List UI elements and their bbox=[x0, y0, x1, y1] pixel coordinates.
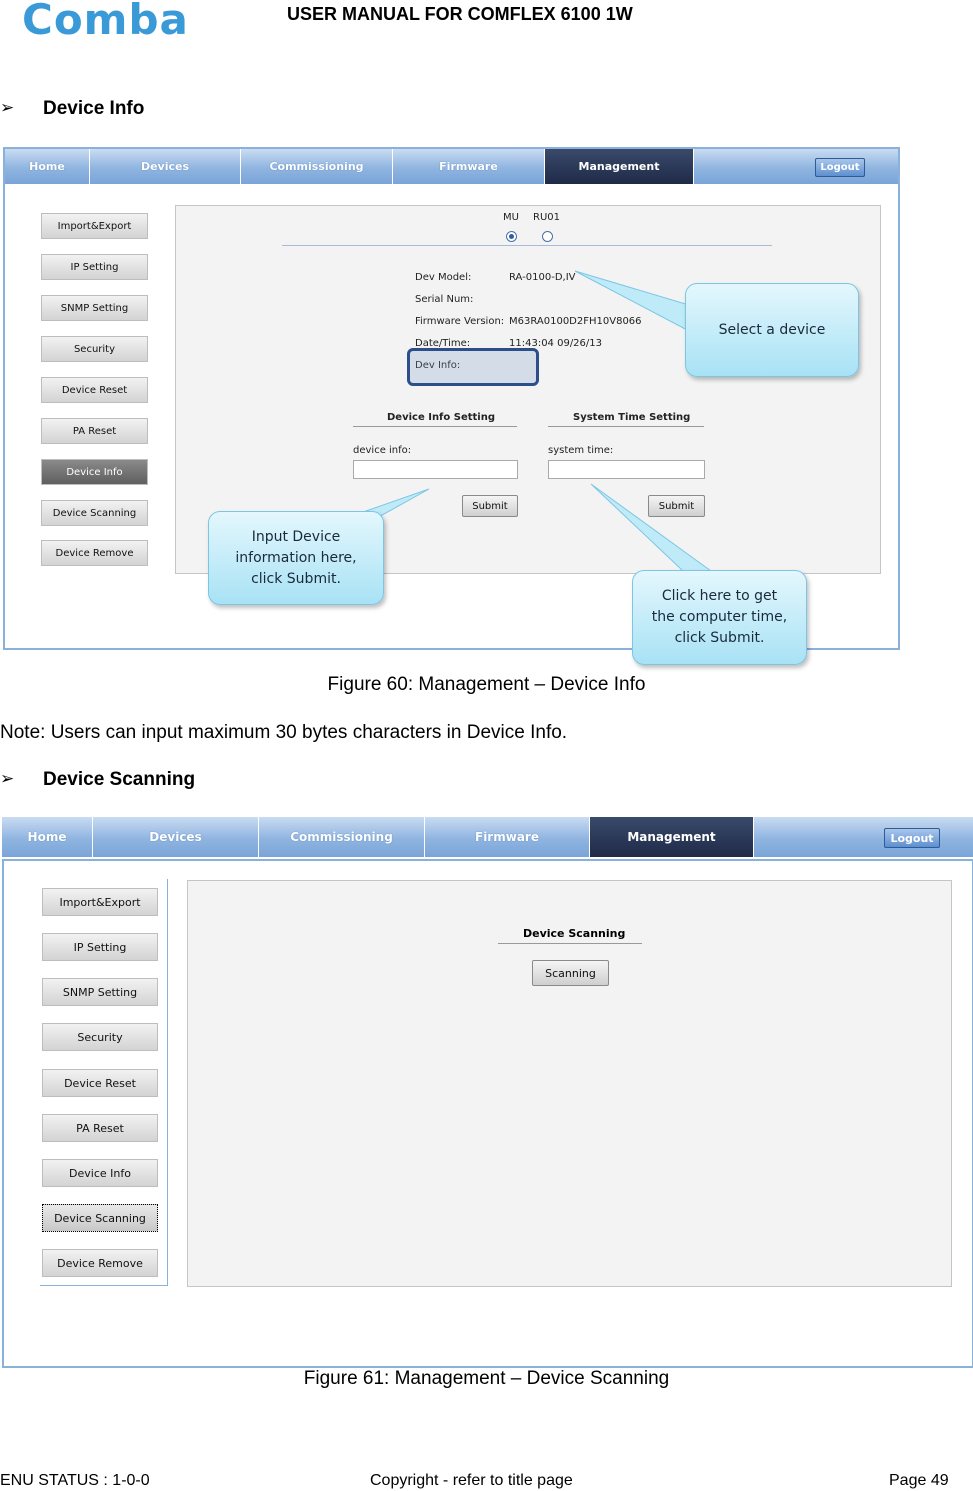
label-dev-info: Dev Info: bbox=[415, 360, 461, 371]
nav-bar-fill: Logout bbox=[754, 817, 973, 857]
tab-home[interactable]: Home bbox=[2, 817, 93, 857]
figure-61-caption: Figure 61: Management – Device Scanning bbox=[303, 1368, 670, 1389]
nav-bar: Home Devices Commissioning Firmware Mana… bbox=[2, 817, 973, 857]
sidebar-item-device-scanning[interactable]: Device Scanning bbox=[41, 500, 148, 526]
callout-input-device-info: Input Device information here, click Sub… bbox=[208, 511, 384, 605]
sidebar-item-device-reset[interactable]: Device Reset bbox=[41, 377, 148, 403]
callout-select-device: Select a device bbox=[685, 283, 859, 377]
sidebar-item-device-scanning[interactable]: Device Scanning bbox=[42, 1204, 158, 1232]
system-time-input[interactable] bbox=[548, 460, 705, 479]
divider bbox=[548, 426, 704, 427]
label-serial-num: Serial Num: bbox=[415, 294, 474, 305]
device-info-submit-button[interactable]: Submit bbox=[462, 495, 518, 517]
divider bbox=[353, 426, 517, 427]
tab-firmware[interactable]: Firmware bbox=[393, 149, 545, 184]
sidebar-item-snmp-setting[interactable]: SNMP Setting bbox=[41, 295, 148, 321]
figure-60-caption: Figure 60: Management – Device Info bbox=[327, 674, 646, 695]
arrow-bullet-icon: ➢ bbox=[0, 769, 15, 789]
sidebar-item-import-export[interactable]: Import&Export bbox=[41, 213, 148, 239]
tab-devices[interactable]: Devices bbox=[90, 149, 241, 184]
system-time-submit-button[interactable]: Submit bbox=[648, 495, 705, 517]
sidebar-item-ip-setting[interactable]: IP Setting bbox=[42, 933, 158, 961]
device-info-setting-title: Device Info Setting bbox=[387, 412, 496, 423]
scanning-button[interactable]: Scanning bbox=[532, 960, 609, 986]
sidebar-item-security[interactable]: Security bbox=[42, 1023, 158, 1051]
sidebar-item-import-export[interactable]: Import&Export bbox=[42, 888, 158, 916]
system-time-setting-title: System Time Setting bbox=[573, 412, 691, 423]
logout-button[interactable]: Logout bbox=[815, 158, 865, 177]
sidebar-item-device-reset[interactable]: Device Reset bbox=[42, 1069, 158, 1097]
radio-ru01[interactable] bbox=[542, 231, 553, 242]
label-date-time: Date/Time: bbox=[415, 338, 471, 349]
radio-label-mu: MU bbox=[503, 212, 519, 223]
label-dev-model: Dev Model: bbox=[415, 272, 472, 283]
comba-logo: Comba bbox=[22, 0, 189, 44]
device-scanning-panel: Device Scanning Scanning bbox=[187, 880, 952, 1287]
section-heading-device-info: Device Info bbox=[43, 98, 145, 119]
sidebar-item-security[interactable]: Security bbox=[41, 336, 148, 362]
sidebar-item-device-info[interactable]: Device Info bbox=[41, 459, 148, 485]
tab-home[interactable]: Home bbox=[5, 149, 90, 184]
figure-60-screenshot: Home Devices Commissioning Firmware Mana… bbox=[3, 147, 900, 650]
divider bbox=[282, 245, 772, 246]
section-heading-device-scanning: Device Scanning bbox=[43, 769, 196, 790]
sidebar bbox=[40, 879, 168, 1286]
tab-firmware[interactable]: Firmware bbox=[425, 817, 590, 857]
sidebar-item-pa-reset[interactable]: PA Reset bbox=[41, 418, 148, 444]
arrow-bullet-icon: ➢ bbox=[0, 98, 15, 118]
note-text: Note: Users can input maximum 30 bytes c… bbox=[0, 722, 568, 743]
sidebar-item-snmp-setting[interactable]: SNMP Setting bbox=[42, 978, 158, 1006]
dev-info-highlight bbox=[407, 348, 539, 386]
callout-computer-time: Click here to get the computer time, cli… bbox=[632, 570, 807, 665]
sidebar-item-device-remove[interactable]: Device Remove bbox=[42, 1249, 158, 1277]
tab-commissioning[interactable]: Commissioning bbox=[259, 817, 425, 857]
value-date-time: 11:43:04 09/26/13 bbox=[509, 338, 603, 349]
tab-devices[interactable]: Devices bbox=[93, 817, 259, 857]
tab-commissioning[interactable]: Commissioning bbox=[241, 149, 393, 184]
callout-pointers bbox=[342, 270, 713, 572]
divider bbox=[498, 943, 642, 944]
sidebar-item-device-remove[interactable]: Device Remove bbox=[41, 540, 148, 566]
radio-mu[interactable] bbox=[506, 231, 517, 242]
footer-status: ENU STATUS : 1-0-0 bbox=[0, 1472, 150, 1489]
system-time-label: system time: bbox=[548, 445, 614, 456]
device-scanning-title: Device Scanning bbox=[523, 927, 626, 940]
sidebar-item-ip-setting[interactable]: IP Setting bbox=[41, 254, 148, 280]
radio-label-ru01: RU01 bbox=[533, 212, 560, 223]
sidebar-item-pa-reset[interactable]: PA Reset bbox=[42, 1114, 158, 1142]
tab-management[interactable]: Management bbox=[545, 149, 694, 184]
value-firmware-version: M63RA0100D2FH10V8066 bbox=[509, 316, 642, 327]
footer-copyright: Copyright - refer to title page bbox=[370, 1472, 573, 1489]
nav-bar-fill: Logout bbox=[694, 149, 898, 184]
nav-bar: Home Devices Commissioning Firmware Mana… bbox=[5, 149, 898, 184]
figure-61-screenshot: Home Devices Commissioning Firmware Mana… bbox=[2, 817, 973, 1368]
label-firmware-version: Firmware Version: bbox=[415, 316, 505, 327]
document-title: USER MANUAL FOR COMFLEX 6100 1W bbox=[287, 4, 633, 24]
footer-page-number: Page 49 bbox=[889, 1472, 949, 1489]
device-info-input[interactable] bbox=[353, 460, 518, 479]
value-dev-model: RA-0100-D,IV bbox=[509, 272, 576, 283]
device-info-label: device info: bbox=[353, 445, 412, 456]
sidebar-item-device-info[interactable]: Device Info bbox=[42, 1159, 158, 1187]
screenshot-frame bbox=[3, 147, 900, 650]
logout-button[interactable]: Logout bbox=[884, 828, 940, 848]
tab-management[interactable]: Management bbox=[590, 817, 754, 857]
